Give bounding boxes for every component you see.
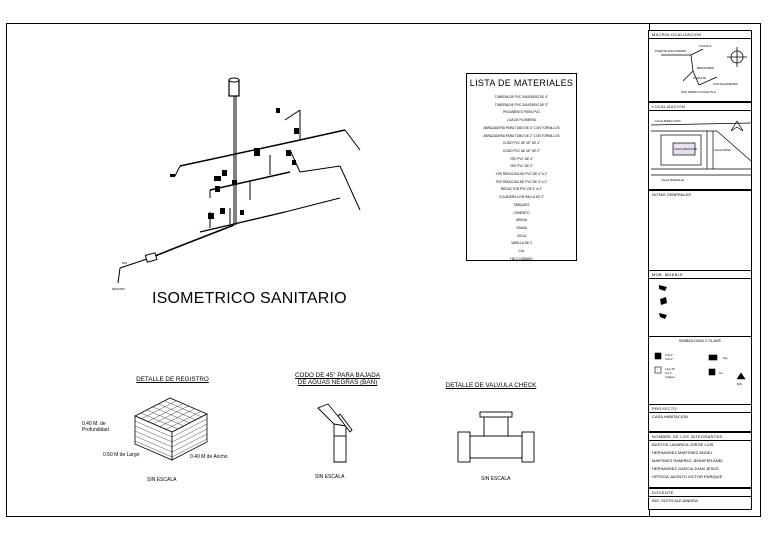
- mob-box: MOB. MUEBLE: [648, 270, 752, 338]
- isometric-title: ISOMETRICO SANITARIO: [152, 290, 347, 307]
- simb-label-1: Tubo 2": [665, 358, 673, 361]
- material-item: CEMENTO: [513, 210, 530, 215]
- material-item: CODO PVC DE 45° DE 4": [502, 141, 541, 146]
- material-item: VARILLA DE 3: [511, 241, 532, 246]
- localizacion-map: CALLE BUENA VISTA CALLE MIRAVALLE CALLE …: [650, 119, 752, 182]
- valvula-detail-title: DETALLE DE VALVULA CHECK: [445, 382, 537, 389]
- macro-label-1: OAXACA: [699, 44, 712, 48]
- material-item: YEE PVC DE 2": [510, 164, 533, 169]
- simb-label-0: Tubo 4": [665, 354, 673, 357]
- docente-value: ING. EDITH ALEJANDRA: [652, 498, 698, 503]
- registro-length-label: 0.60 M de Largo: [103, 452, 140, 458]
- loc-street-side: CALLE ADINA: [714, 148, 731, 152]
- loc-house: CASA HABITACION: [674, 147, 697, 151]
- material-item: TUBERIA DE PVC SANITARIO DE 2": [494, 102, 549, 107]
- codo-detail-title: CODO DE 45° PARA BAJADA DE AGUAS NEGRAS …: [280, 372, 395, 386]
- macro-label-5: CANTALAPIEDRA: [713, 82, 738, 86]
- docente-box: DOCENTE ING. EDITH ALEJANDRA: [648, 488, 752, 510]
- materials-title: LISTA DE MATERIALES: [469, 78, 574, 88]
- localizacion-title: LOCALIZACION: [649, 103, 751, 111]
- codo-scale-label: SIN ESCALA: [315, 474, 345, 480]
- simbologia-icons: Tubo 4" Tubo 2" Reg. Codo 45° Yee 4" Col…: [654, 352, 746, 386]
- material-item: TUBERIA DE PVC SANITARIO DE 4": [494, 95, 549, 99]
- simb-label-6: Tee: [719, 372, 724, 375]
- material-item: CODO PVC DE 45° DE 2": [502, 148, 541, 153]
- macro-label-3: CAHUITE: [693, 76, 706, 80]
- simb-label-2: Reg.: [723, 357, 728, 360]
- integrante-1: HERNANDEZ MARTINEZ ANGEL: [652, 450, 713, 455]
- material-item: PEGAMENTO PARA PVC: [503, 110, 540, 115]
- registro-detail-title: DETALLE DE REGISTRO: [136, 376, 209, 383]
- notas-box: NOTAS GENERALES: [648, 190, 752, 278]
- macro-label-2: BENAVIDES: [697, 66, 714, 70]
- codo-title-line-1: CODO DE 45° PARA BAJADA: [295, 372, 380, 379]
- simb-label-4: Yee 4": [665, 372, 672, 375]
- macro-map: PUERTO ESCONDIDO OAXACA BENAVIDES CAHUIT…: [655, 44, 747, 94]
- material-item: CAL: [518, 249, 525, 254]
- simbologia-title: SIMBOLOGIA Y CLAVE: [678, 338, 722, 343]
- svg-text:REGISTRO: REGISTRO: [112, 288, 125, 291]
- integrantes-box: NOMBRE DE LOS INTEGRANTES BUSTOS LAVARIC…: [648, 432, 752, 488]
- registro-box-drawing: [134, 397, 208, 461]
- simbologia-box: SIMBOLOGIA Y CLAVE Tubo 4" Tubo 2" Reg. …: [648, 336, 752, 406]
- material-item: ABRAZADERA PARA TUBO DE 4" CON TORNILLOS: [483, 125, 560, 130]
- valvula-check-drawing: [457, 411, 535, 463]
- mob-icons: [659, 285, 667, 319]
- notas-title: NOTAS GENERALES: [652, 192, 692, 197]
- valvula-scale-label: SIN ESCALA: [481, 476, 511, 482]
- material-item: TABIQUES: [513, 202, 530, 207]
- material-item: HILO CAÑAMO: [510, 256, 533, 261]
- material-item: TEE REDUCIDA DE PVC DE 4" A 2": [495, 179, 548, 184]
- proyecto-box: PROYECTO CASA HABITACION: [648, 404, 752, 432]
- material-item: YEE PVC DE 4": [510, 156, 533, 161]
- proyecto-title: PROYECTO: [649, 405, 751, 413]
- material-item: YEE REDUCIDA DE PVC DE 4" A 2": [495, 172, 548, 177]
- integrante-4: ORTEGA JACINTO VICTOR ENRIQUE: [652, 474, 723, 479]
- registro-width-label: 0.40 M de Ancho: [190, 454, 228, 460]
- material-item: ARENA: [516, 218, 527, 223]
- localizacion-box: LOCALIZACION CALLE BUENA VISTA CALLE MIR…: [648, 102, 752, 190]
- integrante-2: MARTINEZ RAMIREZ JENNIFER ANEL: [652, 458, 724, 463]
- loc-street-top: CALLE BUENA VISTA: [655, 119, 681, 123]
- codo-45-drawing: [317, 403, 353, 463]
- materials-list: LISTA DE MATERIALES TUBERIA DE PVC SANIT…: [466, 73, 577, 261]
- integrantes-title: NOMBRE DE LOS INTEGRANTES: [649, 433, 751, 441]
- simb-label-7: BAN: [737, 383, 742, 386]
- integrante-3: HERNANDEZ GARCIA JUAN JESUS: [652, 466, 719, 471]
- mob-title: MOB. MUEBLE: [649, 271, 751, 279]
- svg-text:BAN: BAN: [122, 262, 127, 265]
- macro-label-4: SAN PEDRO POCHUTLA: [681, 90, 716, 94]
- material-item: LIJA DE PLOMERIA: [507, 118, 536, 123]
- proyecto-value: CASA HABITACION: [652, 414, 688, 419]
- simb-label-5: Coladera: [665, 376, 675, 379]
- loc-street-bottom: CALLE MIRAVALLE: [661, 178, 684, 182]
- macro-label-0: PUERTO ESCONDIDO: [655, 49, 687, 53]
- material-item: CELIA: [516, 233, 527, 238]
- macrolocalizacion-box: MACROLOCALIZACION PUERTO ESCONDIDO OAXAC…: [648, 30, 752, 102]
- registro-scale-label: SIN ESCALA: [147, 477, 177, 483]
- registro-depth-label: 0.40 M. de Profundidad: [82, 421, 109, 433]
- integrante-0: BUSTOS LAVARICA JORGE LUIS: [652, 442, 714, 447]
- material-item: REDUCTOR PVC DE 4" A 2": [501, 187, 542, 192]
- codo-title-line-2: DE AGUAS NEGRAS (BAN): [297, 379, 378, 386]
- docente-title: DOCENTE: [649, 489, 751, 497]
- material-item: ABRAZADERA PARA TUBO DE 2" CON TORNILLOS: [483, 133, 560, 138]
- materials-items: TUBERIA DE PVC SANITARIO DE 4" TUBERIA DE…: [467, 94, 576, 263]
- simb-label-3: Codo 45°: [665, 368, 675, 371]
- macro-title: MACROLOCALIZACION: [649, 31, 751, 39]
- material-item: GRAVA: [516, 225, 527, 230]
- material-item: COLADERA CON RALLA DE 2": [498, 195, 545, 200]
- isometric-piping-drawing: BAN REGISTRO: [112, 77, 361, 291]
